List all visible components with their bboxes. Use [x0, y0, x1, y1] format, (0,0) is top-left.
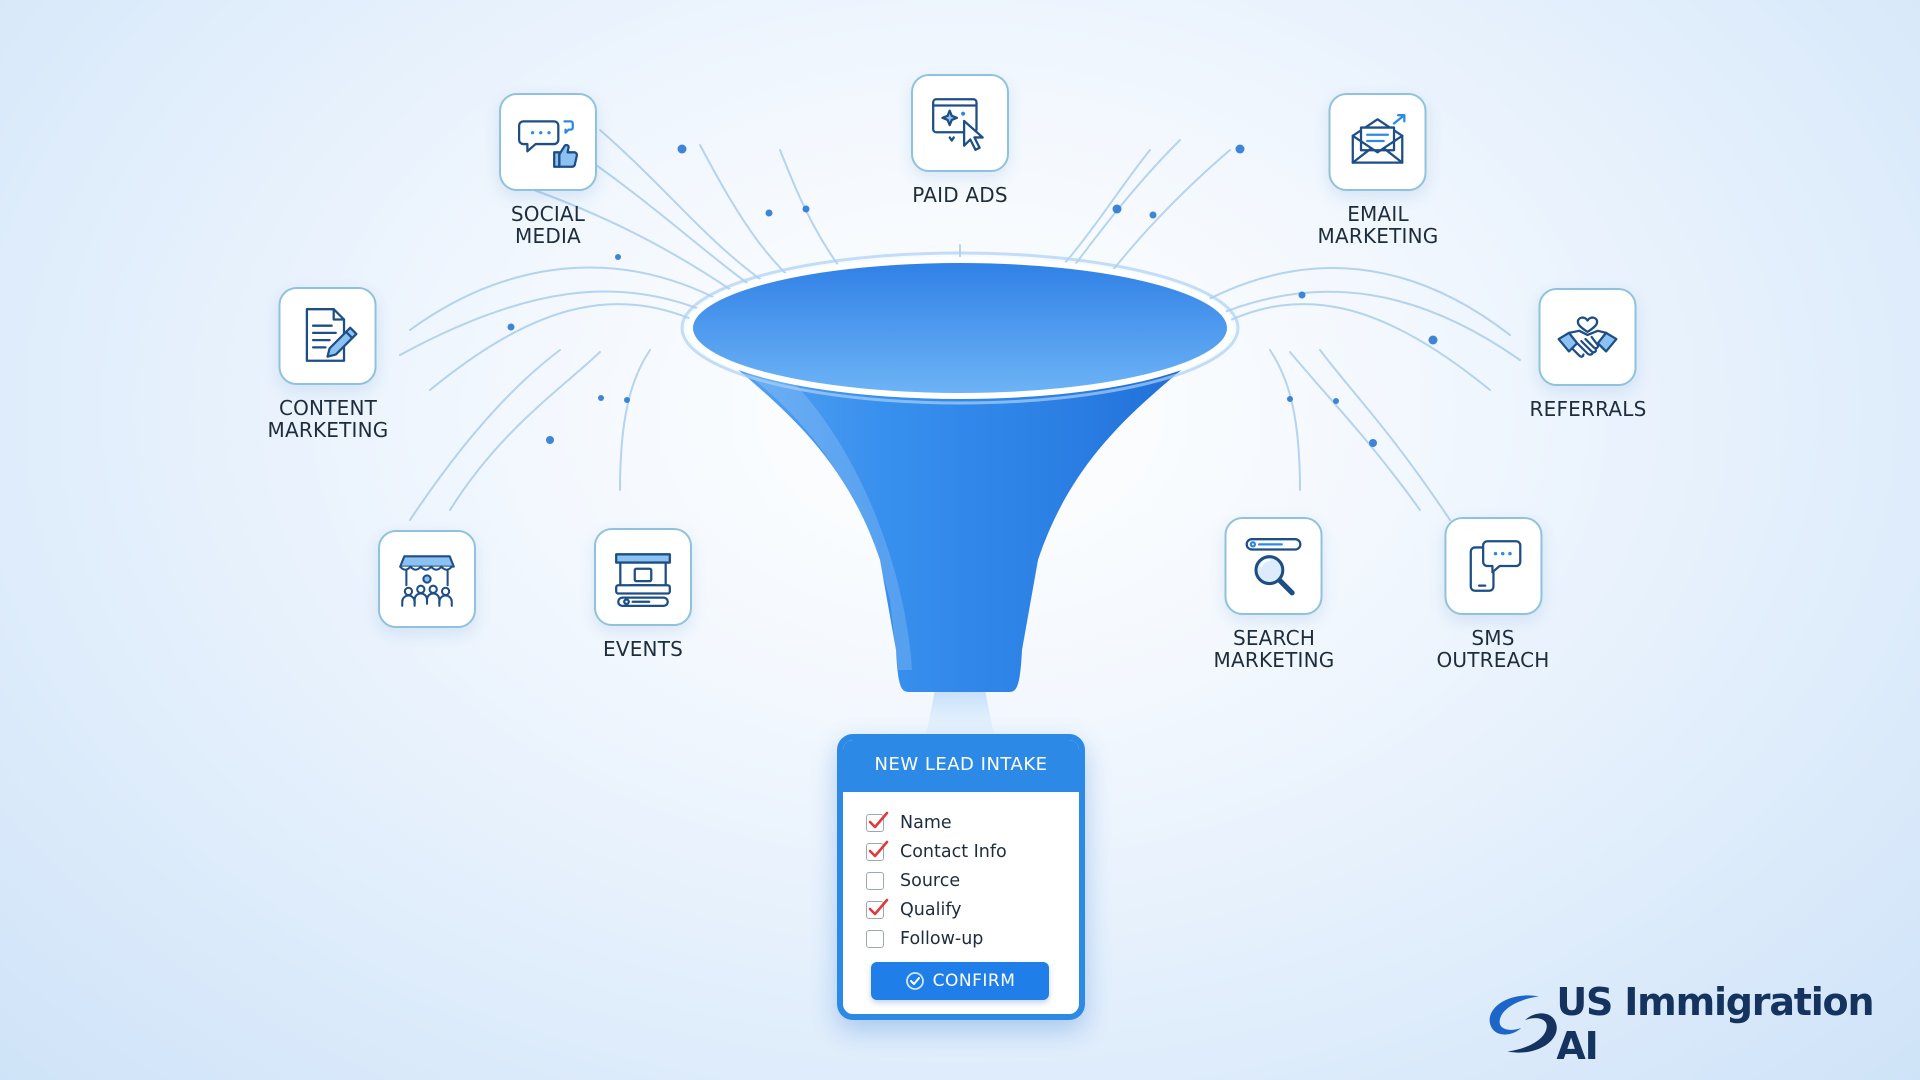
confirm-label: CONFIRM: [932, 971, 1016, 991]
stream-dot: [1428, 335, 1438, 345]
checkbox[interactable]: [866, 898, 889, 919]
stream-curve: [1269, 349, 1301, 491]
checkbox[interactable]: [866, 871, 884, 890]
stream-dot: [1287, 396, 1293, 402]
intake-item-qualify[interactable]: Qualify: [866, 895, 1079, 924]
intake-item-name[interactable]: Name: [866, 808, 1079, 837]
source-search-marketing: SEARCH MARKETING: [1214, 517, 1335, 671]
intake-item-label: Follow-up: [900, 928, 984, 949]
stream-curve: [409, 266, 741, 331]
stream-dot: [615, 254, 621, 260]
swirl-logo-icon: [1489, 995, 1557, 1053]
community-icon: [378, 530, 476, 628]
stream-curve: [1219, 303, 1491, 391]
stream-curve: [1289, 351, 1421, 511]
intake-item-label: Name: [900, 812, 952, 833]
source-label: CONTENT MARKETING: [267, 396, 389, 442]
stream-dot: [1369, 439, 1377, 447]
source-label: SEARCH MARKETING: [1213, 626, 1335, 672]
stream-curve: [1319, 349, 1451, 521]
stream-dot: [546, 436, 554, 444]
checkbox[interactable]: [866, 811, 889, 832]
source-events: EVENTS: [594, 528, 692, 660]
check-circle-icon: [905, 972, 924, 990]
source-label: REFERRALS: [1529, 397, 1647, 421]
stream-dot: [1298, 291, 1306, 299]
stream-curve: [1209, 290, 1521, 361]
source-content-marketing: CONTENT MARKETING: [268, 287, 389, 441]
confirm-button[interactable]: CONFIRM: [871, 962, 1049, 1000]
checkbox[interactable]: [866, 840, 889, 861]
stream-dot: [507, 323, 515, 331]
source-label: EVENTS: [602, 637, 684, 661]
source-referrals: REFERRALS: [1530, 288, 1647, 420]
stream-dot: [624, 397, 630, 403]
intake-item-label: Source: [900, 870, 961, 891]
document-icon: [279, 287, 377, 385]
intake-item-contact-info[interactable]: Contact Info: [866, 837, 1079, 866]
stream-dot: [677, 144, 687, 154]
brand-logo: US Immigration AI: [1478, 980, 1920, 1068]
source-social-media: SOCIAL MEDIA: [499, 93, 597, 247]
checkmark-icon: [868, 898, 889, 915]
source-email-marketing: EMAIL MARKETING: [1318, 93, 1439, 247]
intake-checklist: Name Contact Info Source Qualify Follow-…: [843, 792, 1079, 953]
source-sms-outreach: SMS OUTREACH: [1436, 517, 1549, 671]
stream-curve: [1184, 267, 1511, 336]
stream-curve: [429, 303, 706, 391]
stream-dot: [1333, 398, 1339, 404]
stream-curve: [619, 349, 651, 491]
checkmark-icon: [868, 840, 889, 857]
lead-intake-card: NEW LEAD INTAKE Name Contact Info Source…: [837, 734, 1085, 1020]
source-paid-ads: PAID ADS: [911, 74, 1009, 206]
funnel: [680, 251, 1240, 740]
intake-item-label: Qualify: [900, 899, 962, 920]
email-icon: [1329, 93, 1427, 191]
paid-ads-icon: [911, 74, 1009, 172]
stream-dot: [1112, 204, 1122, 214]
intake-item-follow-up[interactable]: Follow-up: [866, 924, 1079, 953]
search-icon: [1225, 517, 1323, 615]
lead-streams: [399, 129, 1521, 521]
stream-curve: [449, 351, 601, 511]
intake-title: NEW LEAD INTAKE: [843, 740, 1079, 792]
social-media-icon: [499, 93, 597, 191]
funnel-body: [697, 334, 1223, 692]
stream-curve: [409, 349, 561, 521]
funnel-mouth: [687, 257, 1233, 399]
stream-dot: [1235, 144, 1245, 154]
checkbox[interactable]: [866, 929, 884, 948]
checkmark-icon: [868, 811, 889, 828]
source-label: SOCIAL MEDIA: [510, 202, 586, 248]
sms-icon: [1443, 517, 1542, 615]
stream-dot: [765, 209, 773, 217]
source-community: [378, 530, 476, 628]
stream-curve: [399, 290, 721, 356]
handshake-icon: [1538, 288, 1637, 386]
source-label: EMAIL MARKETING: [1317, 202, 1439, 248]
stream-dot: [802, 205, 810, 213]
stream-dot: [598, 395, 604, 401]
brand-name: US Immigration AI: [1556, 980, 1874, 1068]
intake-item-label: Contact Info: [900, 841, 1007, 862]
funnel-beam: [925, 690, 995, 740]
funnel-highlight: [720, 352, 912, 670]
events-booth-icon: [594, 528, 692, 626]
source-label: SMS OUTREACH: [1436, 626, 1550, 672]
intake-item-source[interactable]: Source: [866, 866, 1079, 895]
source-label: PAID ADS: [912, 183, 1008, 207]
stream-dot: [1149, 211, 1157, 219]
